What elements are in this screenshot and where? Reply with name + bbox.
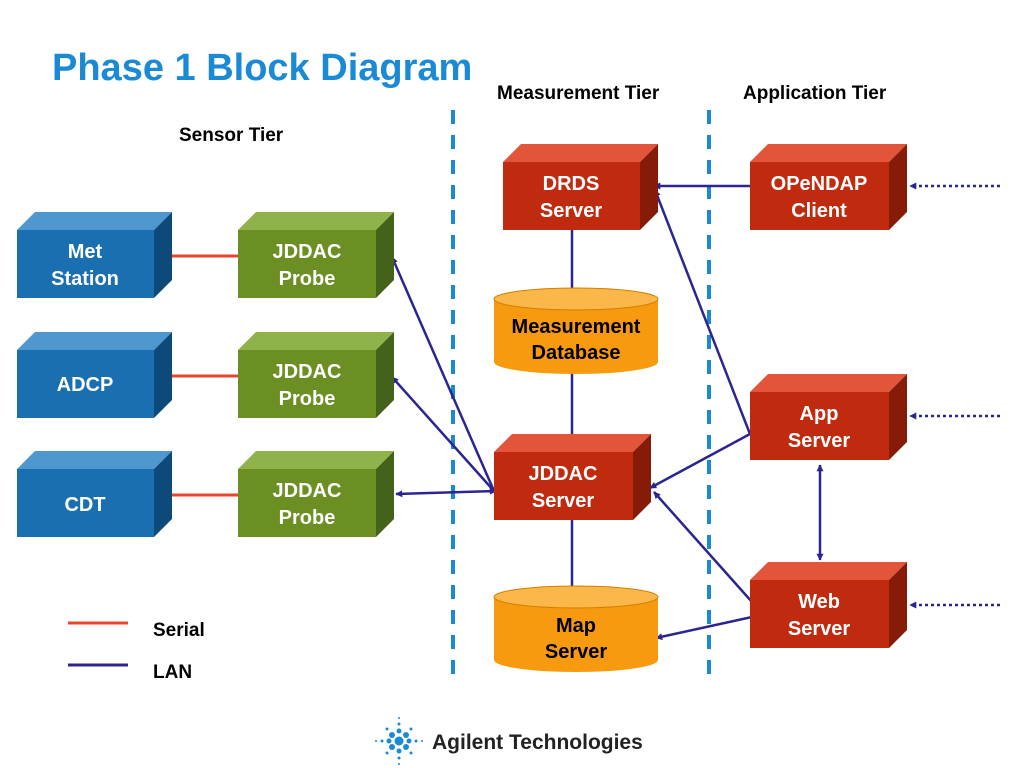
lan-connections — [390, 182, 824, 641]
met-station-block: Met Station — [17, 212, 172, 298]
lan-arrow-jddac-probe1 — [390, 256, 496, 492]
measurement-tier-label: Measurement Tier — [497, 83, 660, 104]
jddac-probe-3-label-line1: JDDAC — [273, 480, 342, 502]
jddac-probe-2-block: JDDAC Probe — [238, 332, 394, 418]
map-server-label-line1: Map — [556, 615, 596, 637]
opendap-client-label-line1: OPeNDAP — [771, 173, 868, 195]
drds-server-label-line2: Server — [540, 200, 602, 222]
adcp-block: ADCP — [17, 332, 172, 418]
map-server-label-line2: Server — [545, 641, 607, 663]
jddac-probe-1-label-line2: Probe — [279, 268, 336, 290]
page-title: Phase 1 Block Diagram — [52, 47, 472, 89]
web-server-block: Web Server — [750, 562, 907, 648]
jddac-probe-2-label-line1: JDDAC — [273, 361, 342, 383]
measurement-database: Measurement Database — [493, 287, 659, 374]
measurement-database-label-line1: Measurement — [512, 316, 641, 338]
jddac-probe-1-block: JDDAC Probe — [238, 212, 394, 298]
external-inputs — [909, 182, 1000, 609]
jddac-probe-1-label-line1: JDDAC — [273, 241, 342, 263]
jddac-server-label-line2: Server — [532, 490, 594, 512]
lan-arrow-web-jddac — [653, 491, 753, 603]
sensor-tier-label: Sensor Tier — [179, 125, 284, 146]
map-server-database: Map Server — [493, 585, 659, 672]
lan-arrow-jddac-probe3 — [395, 487, 497, 498]
application-tier-label: Application Tier — [743, 83, 887, 104]
met-station-label-line1: Met — [68, 241, 103, 263]
cdt-label: CDT — [64, 494, 105, 516]
web-server-label-line1: Web — [798, 591, 840, 613]
agilent-logo: Agilent Technologies — [375, 717, 643, 765]
drds-server-block: DRDS Server — [503, 144, 658, 230]
jddac-probe-3-block: JDDAC Probe — [238, 451, 394, 537]
legend: Serial LAN — [68, 620, 205, 683]
web-server-label-line2: Server — [788, 618, 850, 640]
lan-arrow-web-map — [655, 615, 753, 641]
jddac-server-block: JDDAC Server — [494, 434, 651, 520]
drds-server-label-line1: DRDS — [543, 173, 600, 195]
adcp-label: ADCP — [57, 374, 114, 396]
app-server-block: App Server — [750, 374, 907, 460]
met-station-label-line2: Station — [51, 268, 119, 290]
legend-lan-label: LAN — [153, 662, 192, 683]
lan-arrow-app-drds — [653, 189, 752, 435]
lan-arrow-app-jddac — [649, 432, 751, 490]
app-server-label-line1: App — [800, 403, 839, 425]
cdt-block: CDT — [17, 451, 172, 537]
app-server-label-line2: Server — [788, 430, 850, 452]
measurement-database-label-line2: Database — [532, 342, 621, 364]
serial-connections — [172, 254, 238, 497]
opendap-client-label-line2: Client — [791, 200, 847, 222]
jddac-probe-3-label-line2: Probe — [279, 507, 336, 529]
agilent-logo-text: Agilent Technologies — [432, 731, 643, 754]
legend-serial-label: Serial — [153, 620, 205, 641]
agilent-spark-icon — [375, 717, 423, 765]
opendap-client-block: OPeNDAP Client — [750, 144, 907, 230]
jddac-probe-2-label-line2: Probe — [279, 388, 336, 410]
lan-arrow-jddac-probe2 — [391, 376, 495, 492]
jddac-server-label-line1: JDDAC — [529, 463, 598, 485]
